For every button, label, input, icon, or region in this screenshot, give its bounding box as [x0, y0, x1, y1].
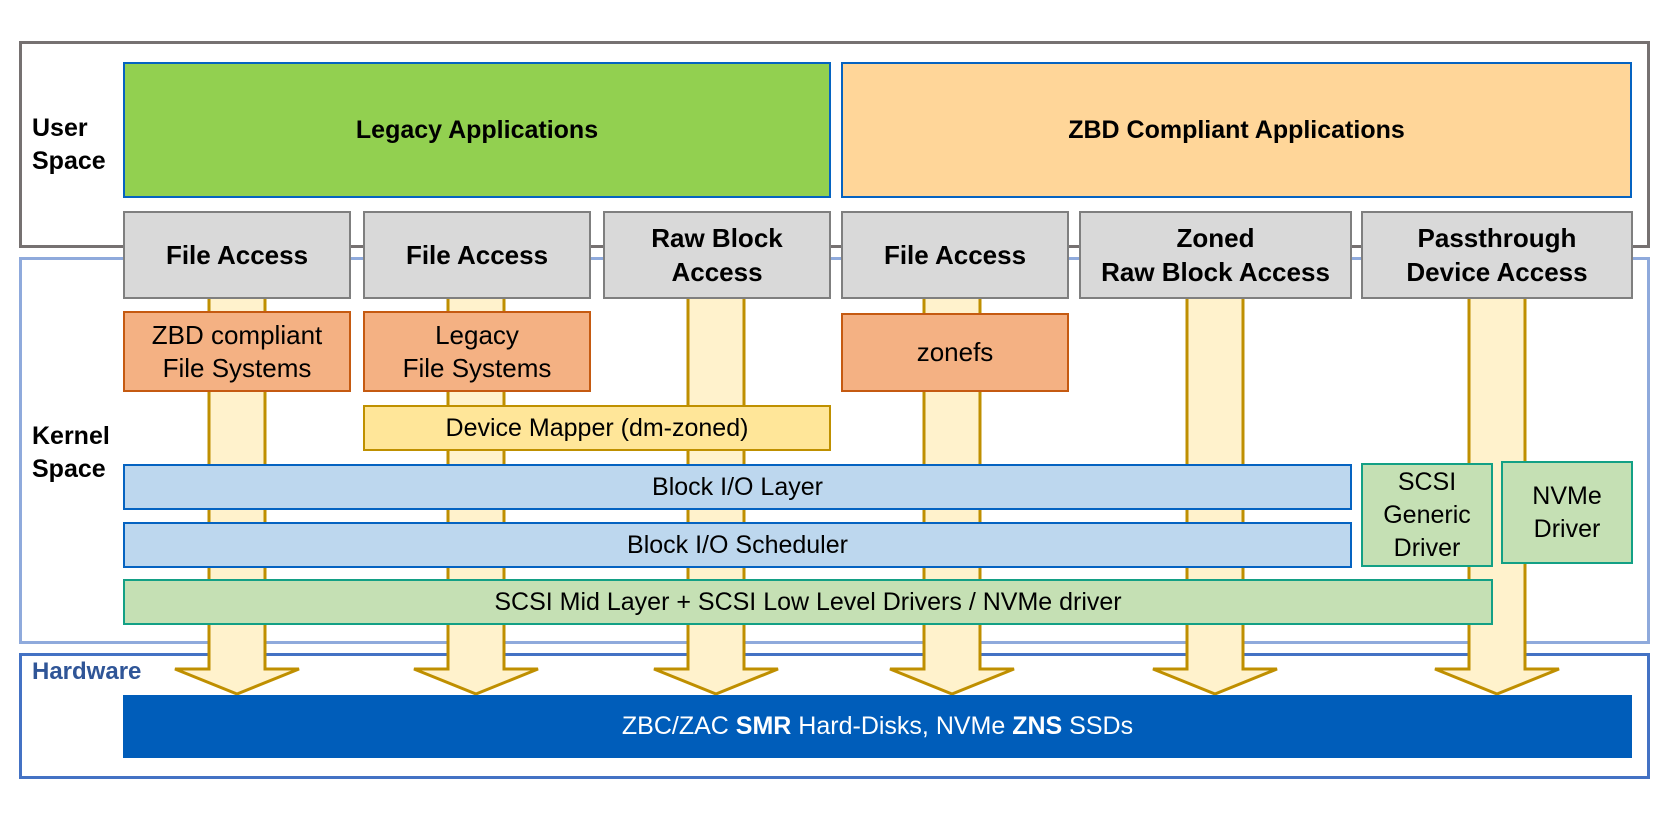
user-space-label: User Space	[32, 114, 106, 175]
access-label-line2: Raw Block Access	[1101, 257, 1330, 287]
access-label-line1: Raw Block	[651, 223, 783, 253]
scsi-mid-layer-box: SCSI Mid Layer + SCSI Low Level Drivers …	[123, 579, 1493, 625]
access-box-zoned-raw-block: Zoned Raw Block Access	[1079, 211, 1352, 299]
legacy-file-systems-box: Legacy File Systems	[363, 311, 591, 392]
hw-text-zns: ZNS	[1012, 712, 1063, 740]
access-label: File Access	[165, 240, 309, 270]
scsi-generic-driver-box: SCSI Generic Driver	[1361, 463, 1493, 567]
zonefs-box: zonefs	[841, 313, 1069, 392]
hardware-devices-bar: ZBC/ZAC SMR Hard-Disks, NVMe ZNS SSDs	[123, 695, 1632, 758]
nvme-driver-box: NVMe Driver	[1501, 461, 1633, 564]
fs-label-line2: File Systems	[402, 352, 552, 383]
access-label-line1: Zoned	[1176, 223, 1255, 253]
down-arrow-6	[1434, 288, 1560, 696]
driver-label-line2: Generic	[1383, 500, 1471, 529]
zbd-compliant-applications-box: ZBD Compliant Applications	[841, 62, 1632, 198]
driver-label-line1: SCSI	[1397, 467, 1457, 496]
access-box-file-1: File Access	[123, 211, 351, 299]
access-label: File Access	[405, 240, 549, 270]
hardware-region	[19, 653, 1650, 779]
access-box-passthrough: Passthrough Device Access	[1361, 211, 1633, 299]
kernel-space-region	[19, 257, 1650, 644]
block-io-scheduler-box: Block I/O Scheduler	[123, 522, 1352, 568]
driver-label-line1: NVMe	[1532, 481, 1602, 510]
access-label: File Access	[883, 240, 1027, 270]
access-box-file-3: File Access	[841, 211, 1069, 299]
block-io-layer-box: Block I/O Layer	[123, 464, 1352, 510]
access-label-line1: Passthrough	[1417, 223, 1577, 253]
driver-label-line2: Driver	[1533, 514, 1601, 543]
access-box-file-2: File Access	[363, 211, 591, 299]
access-label-line2: Access	[671, 257, 763, 287]
driver-label-line3: Driver	[1393, 533, 1461, 562]
device-mapper-box: Device Mapper (dm-zoned)	[363, 405, 831, 451]
hw-text-3: SSDs	[1062, 712, 1134, 740]
legacy-applications-box: Legacy Applications	[123, 62, 831, 198]
hw-text-smr: SMR	[735, 712, 792, 740]
fs-label-line1: Legacy	[435, 319, 519, 350]
zbd-compliant-file-systems-box: ZBD compliant File Systems	[123, 311, 351, 392]
fs-label-line1: ZBD compliant	[151, 319, 323, 350]
access-box-raw-block: Raw Block Access	[603, 211, 831, 299]
hw-text-2: Hard-Disks, NVMe	[791, 712, 1013, 740]
hardware-label: Hardware	[32, 658, 142, 685]
fs-label-line2: File Systems	[162, 352, 312, 383]
access-label-line2: Device Access	[1406, 257, 1588, 287]
kernel-space-label: Kernel Space	[32, 422, 110, 483]
hw-text-1: ZBC/ZAC	[621, 712, 736, 740]
user-space-region	[19, 41, 1650, 248]
